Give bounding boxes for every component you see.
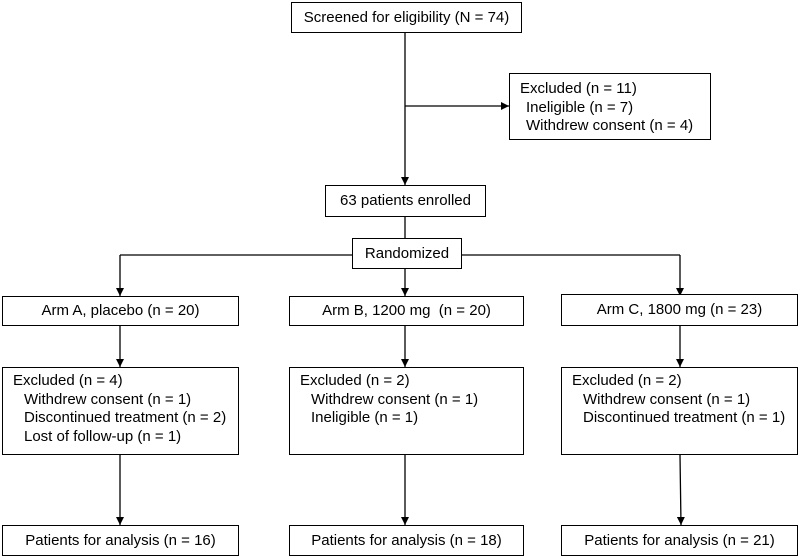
arm-b-excluded-title: Excluded (n = 2) xyxy=(300,372,410,389)
arrow-arm-c-to-analysis xyxy=(676,454,685,526)
enrolled-box: 63 patients enrolled xyxy=(325,185,486,217)
arm-a-excluded-reason: Lost of follow-up (n = 1) xyxy=(24,427,182,445)
arm-c-analysis-label: Patients for analysis (n = 21) xyxy=(584,531,775,549)
arm-a-excluded-box: Excluded (n = 4) Withdrew consent (n = 1… xyxy=(2,367,239,455)
arm-b-excluded-box: Excluded (n = 2) Withdrew consent (n = 1… xyxy=(289,367,524,455)
arm-c-label: Arm C, 1800 mg (n = 23) xyxy=(596,301,763,318)
randomized-box: Randomized xyxy=(352,238,462,269)
arm-b-label: Arm B, 1200 mg (n = 20) xyxy=(322,302,491,319)
screened-label: Screened for eligibility (N = 74) xyxy=(303,8,510,26)
excluded-initial-reason: Withdrew consent (n = 4) xyxy=(526,117,694,134)
excluded-initial-reason: Ineligible (n = 7) xyxy=(526,98,634,116)
arm-a-excluded-reason: Withdrew consent (n = 1) xyxy=(24,390,192,408)
arm-b-box: Arm B, 1200 mg (n = 20) xyxy=(289,296,524,326)
excluded-initial-box: Excluded (n = 11) Ineligible (n = 7) Wit… xyxy=(509,73,711,140)
arm-c-excluded-reason: Withdrew consent (n = 1) xyxy=(583,390,751,408)
randomized-label: Randomized xyxy=(364,244,450,262)
arm-a-box: Arm A, placebo (n = 20) xyxy=(2,296,239,326)
enrolled-label: 63 patients enrolled xyxy=(340,192,471,209)
arm-b-analysis-box: Patients for analysis (n = 18) xyxy=(289,525,524,556)
arm-a-excluded-title: Excluded (n = 4) xyxy=(13,372,123,389)
arm-b-analysis-label: Patients for analysis (n = 18) xyxy=(311,531,502,549)
arm-a-analysis-box: Patients for analysis (n = 16) xyxy=(2,525,239,556)
arm-c-box: Arm C, 1800 mg (n = 23) xyxy=(561,294,798,326)
arm-c-analysis-box: Patients for analysis (n = 21) xyxy=(561,525,798,556)
arm-b-excluded-reason: Withdrew consent (n = 1) xyxy=(311,390,479,408)
arm-c-excluded-box: Excluded (n = 2) Withdrew consent (n = 1… xyxy=(561,367,798,455)
arm-c-excluded-title: Excluded (n = 2) xyxy=(572,372,682,389)
arm-a-label: Arm A, placebo (n = 20) xyxy=(41,302,200,319)
screened-box: Screened for eligibility (N = 74) xyxy=(291,2,522,33)
arm-c-excluded-reason: Discontinued treatment (n = 1) xyxy=(583,409,786,426)
arm-a-excluded-reason: Discontinued treatment (n = 2) xyxy=(24,409,227,426)
arm-a-analysis-label: Patients for analysis (n = 16) xyxy=(25,531,216,549)
excluded-initial-title: Excluded (n = 11) xyxy=(520,80,637,97)
arm-b-excluded-reason: Ineligible (n = 1) xyxy=(311,409,419,426)
